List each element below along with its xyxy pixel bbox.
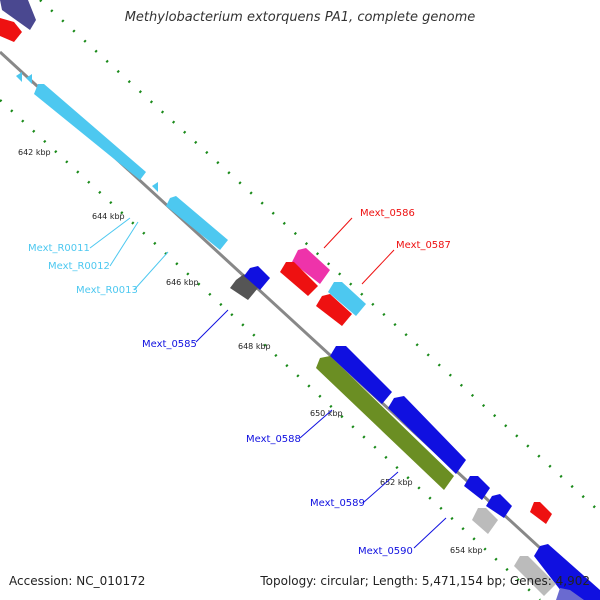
gene-0587-blue[interactable] — [328, 282, 366, 316]
tick-track-outer — [39, 0, 600, 513]
leader-0587 — [361, 249, 395, 285]
gene-0590-blue[interactable] — [486, 494, 512, 518]
leader-r0011 — [89, 217, 131, 249]
gene-purple-bottomright[interactable] — [556, 588, 584, 600]
scale-label: 648 kbp — [238, 342, 271, 351]
gene-label-0586[interactable]: Mext_0586 — [360, 208, 415, 219]
gene-label-0589[interactable]: Mext_0589 — [310, 498, 365, 509]
topology-text: Topology: circular; Length: 5,471,154 bp… — [260, 574, 590, 588]
leader-0586 — [323, 217, 353, 249]
gene-0586-red-a[interactable] — [280, 262, 318, 296]
leader-0588 — [299, 409, 333, 439]
leader-0590 — [413, 517, 447, 549]
gene-label-0585[interactable]: Mext_0585 — [142, 339, 197, 350]
gene-0588-blue[interactable] — [330, 346, 392, 404]
gene-label-0587[interactable]: Mext_0587 — [396, 240, 451, 251]
leader-0585 — [195, 309, 229, 343]
gene-0585-blue[interactable] — [244, 266, 270, 290]
gene-label-r0013[interactable]: Mext_R0013 — [76, 285, 138, 296]
gene-label-r0012[interactable]: Mext_R0012 — [48, 261, 110, 272]
leader-r0012 — [109, 221, 139, 267]
scale-label: 654 kbp — [450, 546, 483, 555]
gene-0585-gray[interactable] — [230, 274, 258, 300]
gene-purple[interactable] — [0, 0, 36, 30]
accession-text: Accession: NC_010172 — [9, 574, 146, 588]
scale-label: 652 kbp — [380, 478, 413, 487]
gene-0589b-blue[interactable] — [464, 476, 490, 500]
gene-lightgray-bottomright[interactable] — [514, 556, 556, 596]
gene-red-right[interactable] — [530, 502, 552, 524]
scale-label: 642 kbp — [18, 148, 51, 157]
leader-r0013 — [133, 251, 169, 291]
scale-label: 650 kbp — [310, 409, 343, 418]
gene-rna-0012[interactable] — [152, 182, 158, 192]
gene-label-0588[interactable]: Mext_0588 — [246, 434, 301, 445]
scale-label: 646 kbp — [166, 278, 199, 287]
gene-label-0590[interactable]: Mext_0590 — [358, 546, 413, 557]
gene-0589-blue[interactable] — [388, 396, 466, 474]
gene-blue-bottomright[interactable] — [534, 544, 600, 600]
gene-0586-pink[interactable] — [292, 248, 330, 284]
gene-0590-lightgray[interactable] — [472, 508, 498, 534]
map-title: Methylobacterium extorquens PA1, complet… — [124, 10, 476, 25]
gene-rna-small-1[interactable] — [16, 72, 22, 82]
gene-rna-0011[interactable] — [34, 84, 146, 180]
gene-label-r0011[interactable]: Mext_R0011 — [28, 243, 90, 254]
gene-red-topleft[interactable] — [0, 18, 22, 42]
leader-0589 — [363, 471, 399, 503]
gene-0588-olive[interactable] — [316, 356, 454, 490]
gene-0586-red-b[interactable] — [316, 294, 352, 326]
gene-rna-small-2[interactable] — [26, 74, 32, 84]
scale-label: 644 kbp — [92, 212, 125, 221]
gene-rna-0013[interactable] — [166, 196, 228, 250]
